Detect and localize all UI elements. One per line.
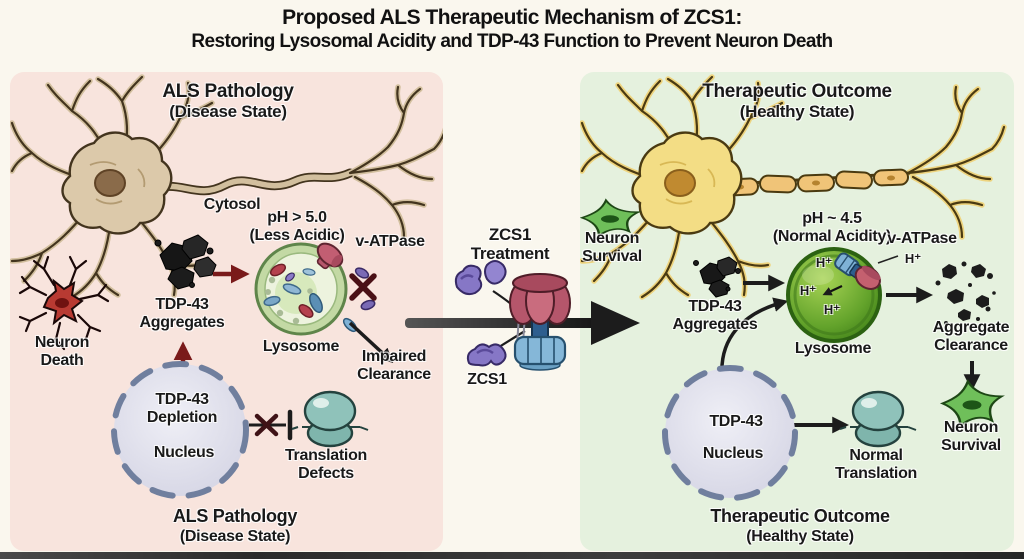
therapeutic-outcome-illustration [580, 74, 1007, 501]
nucleus-label-right: Nucleus [702, 445, 764, 462]
translation-defects-label: Translation Defects [284, 447, 368, 483]
tdp43-aggregate-small-icon [693, 256, 741, 298]
diseased-neuron-illustration [10, 74, 443, 300]
proton-pumping-arrow [822, 285, 843, 296]
neuron-survival-top-label: Neuron Survival [582, 230, 642, 266]
nucleus-healthy-illustration [662, 365, 798, 501]
ribosome-normal-icon [839, 390, 917, 448]
left-panel-caption-sub: (Disease State) [179, 528, 291, 545]
nucleus-diseased-illustration [111, 361, 249, 499]
impaired-clearance-arrow [348, 321, 394, 363]
figure-title-line1: Proposed ALS Therapeutic Mechanism of ZC… [282, 6, 742, 29]
lysosome-label-left: Lysosome [262, 338, 340, 355]
neuron-survival-bottom-icon [939, 379, 1005, 429]
tdp43-recovery-curved-arrow [720, 297, 789, 376]
healthy-lysosome-illustration [786, 247, 899, 343]
als-pathology-illustration [10, 74, 443, 499]
diseased-nucleolus [94, 169, 126, 197]
right-panel-subheader: (Healthy State) [739, 102, 855, 121]
nucleus-tdp43-label: TDP-43 [709, 413, 763, 430]
zcs1-molecule-icon [454, 260, 507, 296]
nucleus-label-left: Nucleus [153, 444, 215, 461]
healthy-nucleolus [664, 169, 696, 197]
neuron-death-label: Neuron Death [34, 334, 90, 370]
right-panel-header: Therapeutic Outcome [702, 81, 892, 102]
vatpase-label-right: v-ATPase [887, 230, 957, 247]
left-panel-caption: ALS Pathology [172, 506, 298, 526]
zcs1-treatment-label: ZCS1 Treatment [470, 225, 550, 264]
left-panel-header: ALS Pathology [162, 81, 294, 102]
diseased-lysosome-illustration [254, 242, 376, 336]
ph-less-acidic-label: pH > 5.0 (Less Acidic) [249, 209, 345, 245]
tdp43-aggregates-label-left: TDP-43 Aggregates [139, 296, 225, 332]
h-plus-label-1: H⁺ [815, 255, 833, 270]
aggregate-fragments-icon [935, 261, 996, 325]
normal-translation-label: Normal Translation [834, 447, 918, 483]
zcs1-label: ZCS1 [467, 371, 507, 388]
tdp43-aggregates-label-right: TDP-43 Aggregates [672, 298, 758, 334]
vatpase-complex-icon [509, 273, 571, 371]
bottom-video-bar [0, 552, 1024, 559]
vatpase-pump-diseased-icon [316, 242, 344, 270]
zcs1-treatment-illustration [405, 260, 640, 371]
tdp43-depletion-label: TDP-43 Depletion [146, 391, 218, 427]
right-panel-caption-sub: (Healthy State) [746, 528, 854, 545]
neuron-death-icon [18, 255, 110, 351]
neuron-survival-bottom-label: Neuron Survival [941, 419, 1001, 455]
ph-normal-acidity-label: pH ~ 4.5 (Normal Acidity) [772, 210, 892, 246]
ribosome-defect-icon [291, 390, 369, 448]
h-plus-label-3: H⁺ [823, 302, 841, 317]
neuron-survival-top-icon [580, 198, 642, 238]
zcs1-molecule-bottom-icon [466, 343, 507, 367]
lysosome-label-right: Lysosome [794, 340, 872, 357]
inhibition-x-icon [254, 413, 279, 437]
h-plus-label-2: H⁺ [799, 283, 817, 298]
right-panel-caption: Therapeutic Outcome [710, 506, 890, 526]
impaired-pump-x-icon [349, 273, 377, 301]
figure-title-line2: Restoring Lysosomal Acidity and TDP-43 F… [191, 31, 833, 52]
vatpase-pump-healthy-icon [834, 252, 881, 290]
left-panel-subheader: (Disease State) [169, 102, 287, 121]
tdp43-aggregates-icon [154, 234, 217, 290]
h-plus-label-out: H⁺ [904, 251, 922, 266]
aggregate-clearance-label: Aggregate Clearance [932, 319, 1010, 355]
cytosol-label: Cytosol [203, 196, 261, 213]
impaired-clearance-label: Impaired Clearance [357, 348, 431, 384]
healthy-neuron-illustration [580, 74, 1007, 300]
vatpase-label-left: v-ATPase [355, 233, 425, 250]
